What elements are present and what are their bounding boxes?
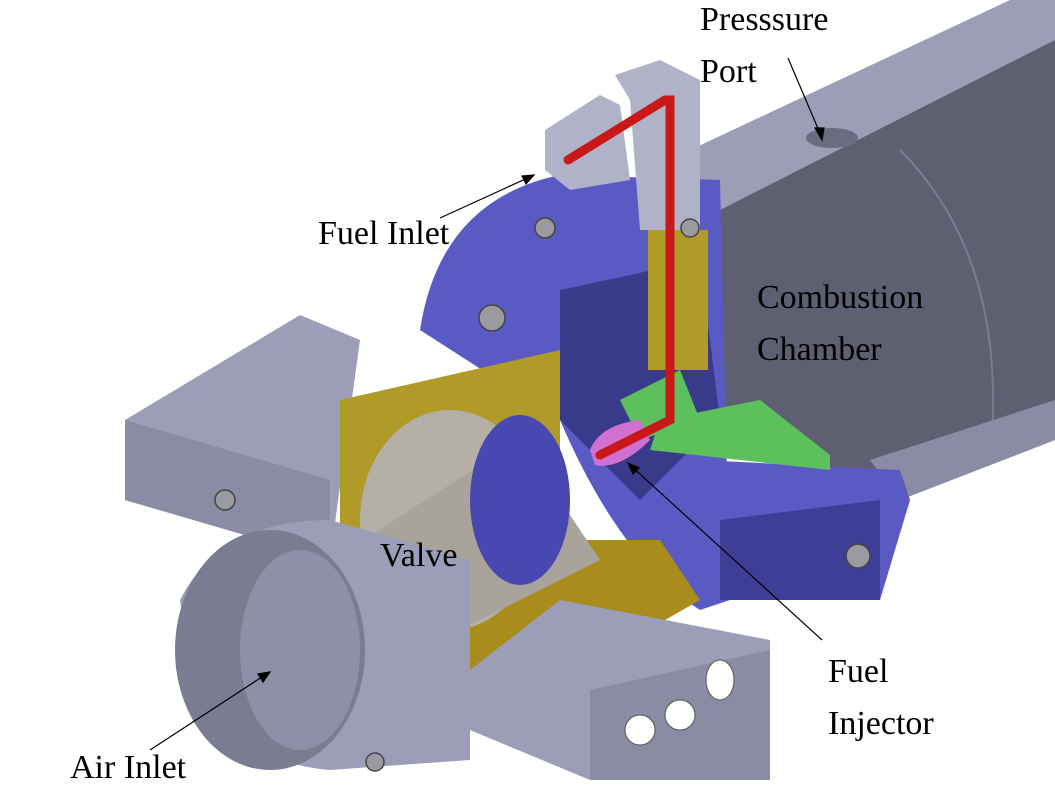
bolts	[214, 217, 871, 772]
label-combustion-chamber-line2: Chamber	[757, 331, 882, 368]
pressure-port-hole	[806, 128, 858, 148]
label-pressure-port-line1: Presssure	[700, 1, 829, 38]
label-fuel-injector-line1: Fuel	[828, 653, 889, 690]
lower-manifold-block	[470, 600, 770, 780]
label-fuel-injector-line2: Injector	[828, 705, 934, 742]
injector-assembly	[590, 230, 830, 470]
label-combustion-chamber-line1: Combustion	[757, 279, 924, 316]
label-pressure-port-line2: Port	[700, 53, 757, 90]
air-inlet-bell	[175, 520, 470, 770]
fuel-inlet-block	[545, 60, 700, 230]
label-valve: Valve	[380, 537, 458, 574]
label-combustion-chamber: Combustion Chamber	[757, 272, 923, 376]
combustion-chamber-tube	[690, 0, 1055, 500]
fuel-line	[563, 95, 675, 460]
leader-lines	[149, 57, 825, 751]
label-fuel-inlet: Fuel Inlet	[318, 215, 450, 252]
label-air-inlet: Air Inlet	[70, 749, 187, 786]
label-pressure-port: Presssure Port	[700, 0, 828, 98]
flame-holder	[650, 400, 830, 470]
label-fuel-injector: Fuel Injector	[828, 646, 934, 750]
